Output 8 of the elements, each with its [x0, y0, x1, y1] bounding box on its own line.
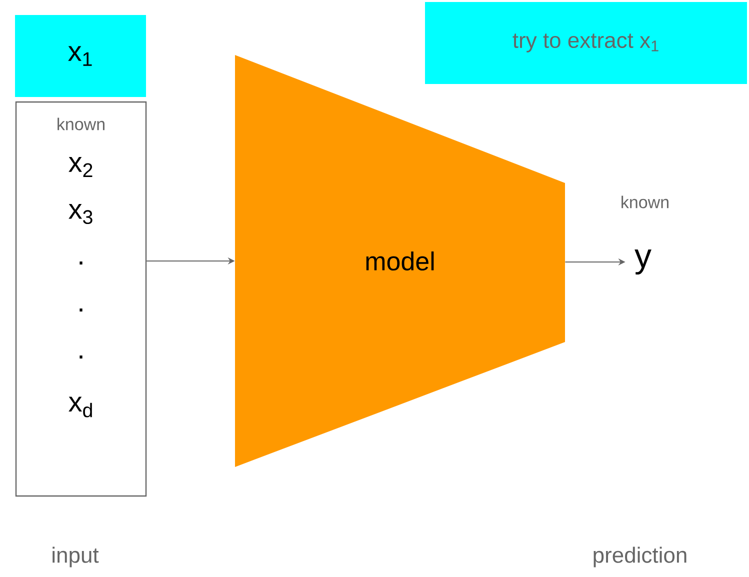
caption: prediction	[594, 546, 686, 568]
goal-box: try to extract x$_{1}$	[425, 2, 747, 84]
output-label: y	[634, 250, 652, 274]
caption: input	[52, 546, 99, 568]
highlight-box: x$_{1}$	[15, 15, 146, 97]
model-trapezoid: model	[235, 55, 565, 467]
input-box: known x$_{2}$ x$_{3}$ . . . x$_{d}$	[15, 101, 147, 497]
node-label: known	[622, 196, 668, 208]
